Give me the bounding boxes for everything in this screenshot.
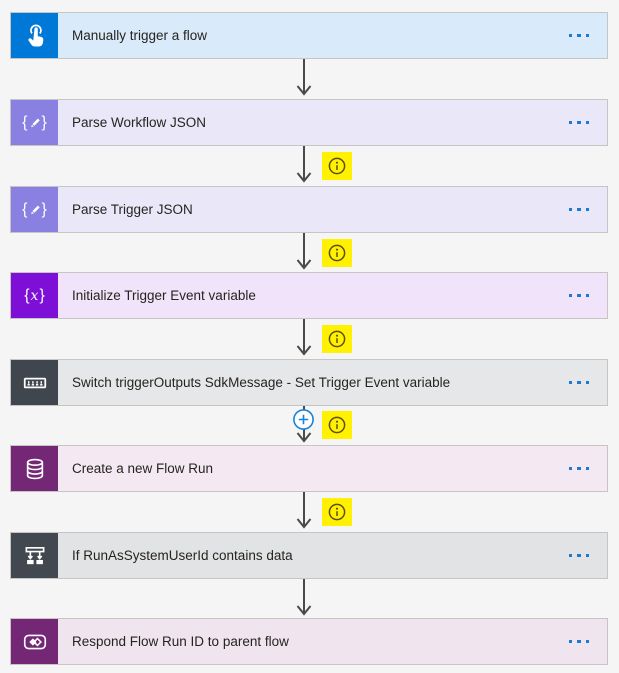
step-title: Initialize Trigger Event variable xyxy=(72,288,256,303)
down-arrow-icon xyxy=(296,319,312,356)
more-options-button[interactable] xyxy=(561,446,608,491)
connector-with-plus-and-info xyxy=(0,406,619,446)
brace-close: } xyxy=(39,286,45,304)
step-card-manually-trigger[interactable]: Manually trigger a flow xyxy=(10,12,608,59)
step-title: Respond Flow Run ID to parent flow xyxy=(72,634,289,649)
ellipsis-dot xyxy=(577,207,581,212)
brace-open: { xyxy=(22,200,28,218)
step-card-parse-workflow-json[interactable]: {} Parse Workflow JSON xyxy=(10,99,608,146)
brace-close: } xyxy=(41,113,47,131)
step-card-initialize-variable[interactable]: {x} Initialize Trigger Event variable xyxy=(10,272,608,319)
ellipsis-dot xyxy=(577,120,581,125)
ellipsis-dot xyxy=(568,293,572,298)
ellipsis-dot xyxy=(568,33,572,38)
switch-control-icon xyxy=(11,360,58,405)
switch-panel-icon xyxy=(23,377,46,388)
database-cylinder-icon xyxy=(26,458,43,479)
connector-after-condition xyxy=(0,579,619,619)
brace-open: { xyxy=(22,113,28,131)
ellipsis-dot xyxy=(568,639,572,644)
info-circle-icon xyxy=(328,330,346,348)
more-options-button[interactable] xyxy=(561,533,608,578)
down-arrow-icon xyxy=(296,146,312,183)
ellipsis-dot xyxy=(585,553,589,558)
insert-step-button[interactable] xyxy=(292,408,315,431)
step-title: Parse Trigger JSON xyxy=(72,202,193,217)
parse-json-icon: {} xyxy=(11,187,58,232)
step-title: Parse Workflow JSON xyxy=(72,115,207,130)
down-arrow-icon xyxy=(296,233,312,270)
condition-icon xyxy=(11,533,58,578)
down-arrow-icon xyxy=(296,492,312,529)
plus-circle-icon xyxy=(293,409,314,430)
connector-with-info xyxy=(0,233,619,273)
ellipsis-dot xyxy=(585,120,589,125)
connector-with-info xyxy=(0,319,619,359)
more-options-button[interactable] xyxy=(561,13,608,58)
respond-to-powerapp-icon xyxy=(11,619,58,664)
step-card-parse-trigger-json[interactable]: {} Parse Trigger JSON xyxy=(10,186,608,233)
step-title: Switch triggerOutputs SdkMessage - Set T… xyxy=(72,375,451,390)
ellipsis-dot xyxy=(585,380,589,385)
brace-close: } xyxy=(41,200,47,218)
powerapps-diamonds-icon xyxy=(23,634,46,649)
ellipsis-dot xyxy=(568,120,572,125)
ellipsis-dot xyxy=(577,33,581,38)
brace-open: { xyxy=(24,286,30,304)
more-options-button[interactable] xyxy=(561,360,608,405)
ellipsis-dot xyxy=(585,207,589,212)
ellipsis-dot xyxy=(577,466,581,471)
pencil-icon xyxy=(30,118,40,127)
condition-branch-icon xyxy=(25,546,44,564)
step-title: If RunAsSystemUserId contains data xyxy=(72,548,293,563)
variable-x-glyph: x xyxy=(30,287,39,304)
ellipsis-dot xyxy=(585,639,589,644)
ellipsis-dot xyxy=(568,207,572,212)
more-options-button[interactable] xyxy=(561,187,608,232)
ellipsis-dot xyxy=(568,553,572,558)
step-card-create-flow-run[interactable]: Create a new Flow Run xyxy=(10,445,608,492)
ellipsis-dot xyxy=(577,639,581,644)
down-arrow-icon xyxy=(296,579,312,616)
ellipsis-dot xyxy=(585,466,589,471)
down-arrow-icon xyxy=(296,59,312,96)
dataverse-database-icon xyxy=(11,446,58,491)
flow-checker-info-icon[interactable] xyxy=(322,239,352,267)
step-title: Create a new Flow Run xyxy=(72,461,214,476)
more-options-button[interactable] xyxy=(561,100,608,145)
ellipsis-dot xyxy=(568,466,572,471)
step-card-condition[interactable]: If RunAsSystemUserId contains data xyxy=(10,532,608,579)
parse-json-icon: {} xyxy=(11,100,58,145)
step-title: Manually trigger a flow xyxy=(72,28,208,43)
connector-after-trigger xyxy=(0,59,619,99)
connector-with-info xyxy=(0,146,619,186)
step-card-respond[interactable]: Respond Flow Run ID to parent flow xyxy=(10,618,608,665)
manual-trigger-touch-icon xyxy=(11,13,58,58)
ellipsis-dot xyxy=(585,293,589,298)
step-card-switch[interactable]: Switch triggerOutputs SdkMessage - Set T… xyxy=(10,359,608,406)
info-circle-icon xyxy=(328,416,346,434)
info-circle-icon xyxy=(328,157,346,175)
info-circle-icon xyxy=(328,244,346,262)
ellipsis-dot xyxy=(577,380,581,385)
pencil-icon xyxy=(30,205,40,214)
initialize-variable-icon: {x} xyxy=(11,273,58,318)
info-circle-icon xyxy=(328,503,346,521)
connector-with-info xyxy=(0,492,619,532)
flow-checker-info-icon[interactable] xyxy=(322,498,352,526)
ellipsis-dot xyxy=(577,293,581,298)
ellipsis-dot xyxy=(577,553,581,558)
more-options-button[interactable] xyxy=(561,619,608,664)
flow-checker-info-icon[interactable] xyxy=(322,325,352,353)
flow-checker-info-icon[interactable] xyxy=(322,152,352,180)
touch-hand-icon xyxy=(27,23,43,47)
flow-checker-info-icon[interactable] xyxy=(322,411,352,439)
more-options-button[interactable] xyxy=(561,273,608,318)
ellipsis-dot xyxy=(568,380,572,385)
ellipsis-dot xyxy=(585,33,589,38)
